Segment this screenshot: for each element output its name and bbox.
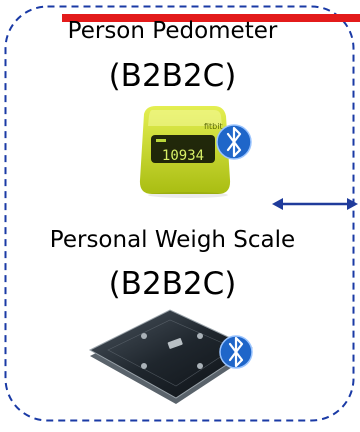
weigh-scale-image xyxy=(88,309,254,404)
red-accent-bar xyxy=(62,14,360,22)
dashed-frame xyxy=(4,5,355,422)
device-name-scale: Personal Weigh Scale xyxy=(49,227,296,253)
device-name-pedometer: Person Pedometer xyxy=(67,18,278,44)
device-type-pedometer: (B2B2C) xyxy=(108,58,237,94)
double-arrow-icon xyxy=(272,198,358,210)
device-type-scale: (B2B2C) xyxy=(108,266,237,302)
pedometer-brand: fitbit xyxy=(204,122,223,131)
bluetooth-icon xyxy=(219,335,253,369)
bluetooth-icon xyxy=(216,124,252,160)
pedometer-display: 10934 xyxy=(162,148,204,164)
pedometer-image: fitbit 10934 xyxy=(139,106,252,198)
